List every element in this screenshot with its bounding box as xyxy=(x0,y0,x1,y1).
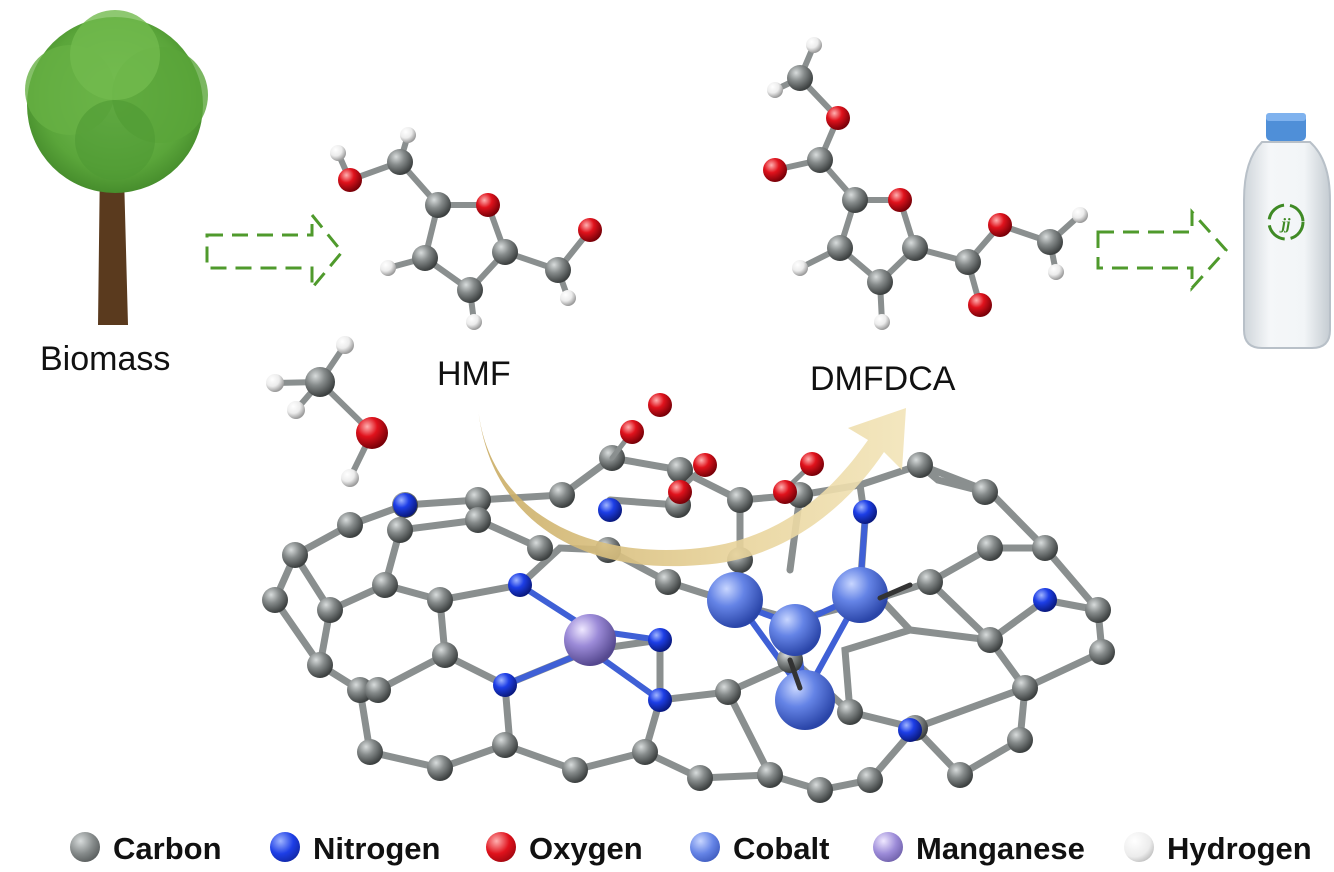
methanol-molecule xyxy=(266,336,388,487)
bottle-icon: jj xyxy=(1243,113,1331,349)
hydrogen-swatch-icon xyxy=(1124,832,1154,862)
cobalt-swatch-icon xyxy=(690,832,720,862)
hmf-label: HMF xyxy=(437,355,511,393)
carbon-swatch-icon xyxy=(70,832,100,862)
hmf-molecule xyxy=(330,127,602,330)
cobalt-atom xyxy=(832,567,888,623)
legend-label: Carbon xyxy=(113,831,222,866)
cobalt-atom xyxy=(769,604,821,656)
dashed-arrow-left xyxy=(205,210,344,293)
nitrogen-swatch-icon xyxy=(270,832,300,862)
atom-legend: Carbon Nitrogen Oxygen Cobalt Manganese … xyxy=(0,822,1334,872)
legend-label: Oxygen xyxy=(529,831,643,866)
manganese-swatch-icon xyxy=(873,832,903,862)
dmfdca-molecule xyxy=(763,37,1088,330)
legend-label: Hydrogen xyxy=(1167,831,1312,866)
cobalt-atom xyxy=(775,670,835,730)
dmfdca-label: DMFDCA xyxy=(810,360,956,398)
manganese-atom xyxy=(564,614,616,666)
oxygen-swatch-icon xyxy=(486,832,516,862)
tree-icon xyxy=(25,10,208,325)
dashed-arrow-right xyxy=(1096,208,1229,292)
legend-label: Manganese xyxy=(916,831,1085,866)
legend-label: Nitrogen xyxy=(313,831,441,866)
catalyst-framework xyxy=(262,393,1115,803)
biomass-label: Biomass xyxy=(40,340,171,378)
legend-label: Cobalt xyxy=(733,831,830,866)
conversion-arrow xyxy=(478,408,906,567)
svg-text:jj: jj xyxy=(1279,216,1291,233)
cobalt-atom xyxy=(707,572,763,628)
